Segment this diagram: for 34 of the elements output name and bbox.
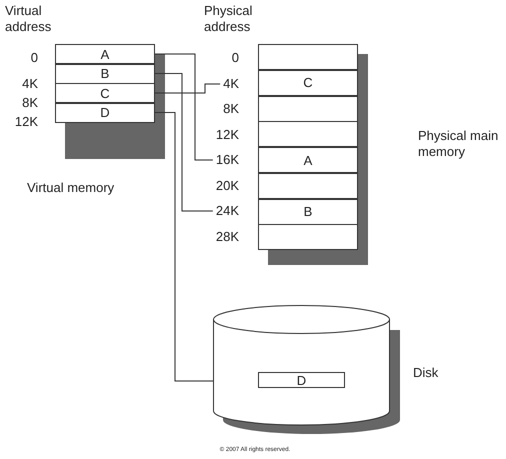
address-label: 28K	[214, 229, 239, 245]
address-label: 4K	[212, 76, 239, 92]
storage-slot: D	[258, 372, 345, 388]
address-label: 8K	[21, 95, 38, 111]
memory-cell: A	[258, 147, 358, 173]
memory-cell	[258, 96, 358, 122]
memory-cell: C	[258, 70, 358, 96]
connector-line	[154, 112, 214, 382]
memory-cell: B	[55, 64, 155, 84]
memory-cell	[258, 44, 358, 70]
connector-line	[154, 54, 214, 160]
connector-line	[154, 73, 214, 212]
connector-line	[154, 84, 221, 94]
memory-cell	[258, 121, 358, 148]
address-label: 24K	[202, 203, 239, 219]
address-label: 0	[230, 50, 239, 66]
memory-cell: D	[55, 102, 155, 122]
address-label: 12K	[14, 114, 38, 130]
memory-cell: A	[55, 44, 155, 64]
memory-cell	[258, 172, 358, 199]
component-label: Disk	[413, 365, 438, 381]
axis-heading: Physical address	[204, 3, 254, 35]
address-label: 20K	[214, 178, 239, 194]
address-label: 4K	[21, 76, 38, 92]
memory-cell	[258, 224, 358, 250]
caption: Physical main memory	[418, 128, 500, 160]
address-label: 0	[30, 50, 38, 66]
address-label: 12K	[214, 127, 239, 143]
memory-cell: B	[258, 198, 358, 224]
axis-heading: Virtual address	[5, 3, 52, 35]
caption: Virtual memory	[27, 180, 116, 196]
address-label: 16K	[212, 152, 239, 168]
address-label: 8K	[222, 101, 239, 117]
memory-cell: C	[55, 83, 155, 103]
